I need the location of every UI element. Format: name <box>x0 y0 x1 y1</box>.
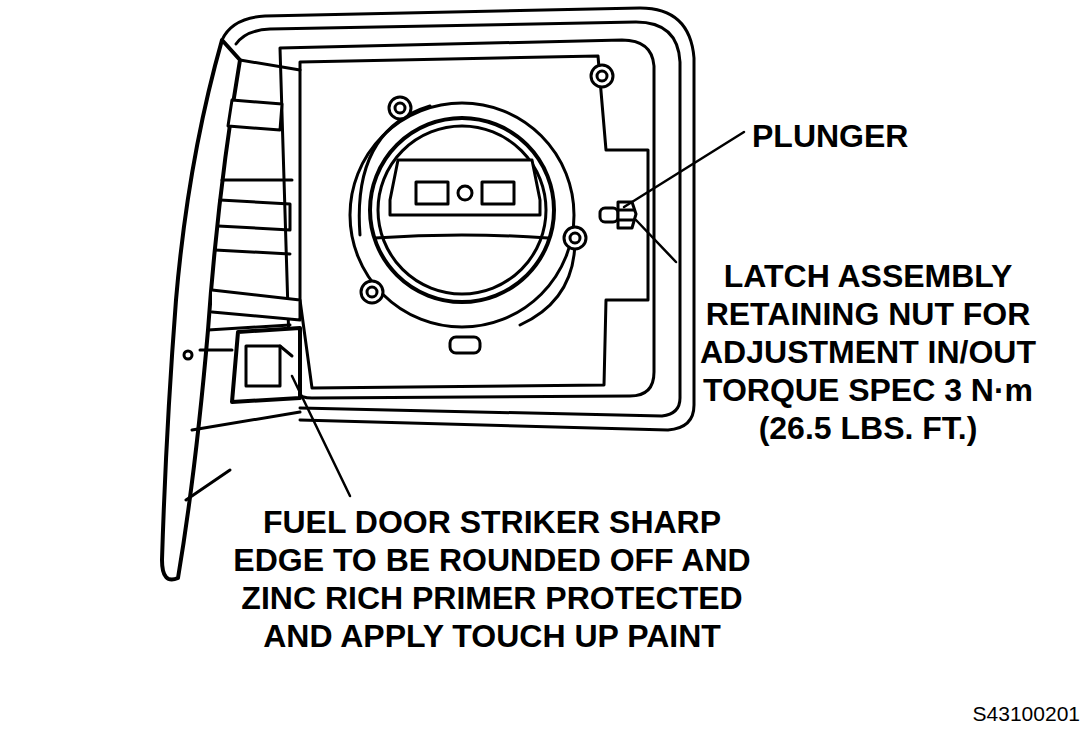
part-label: PLUNGER <box>752 117 952 155</box>
note-label: FUEL DOOR STRIKER SHARP EDGE TO BE ROUND… <box>223 503 761 655</box>
figure-code: S43100201 <box>900 702 1080 726</box>
note-label: LATCH ASSEMBLY RETAINING NUT FOR ADJUSTM… <box>683 257 1053 447</box>
